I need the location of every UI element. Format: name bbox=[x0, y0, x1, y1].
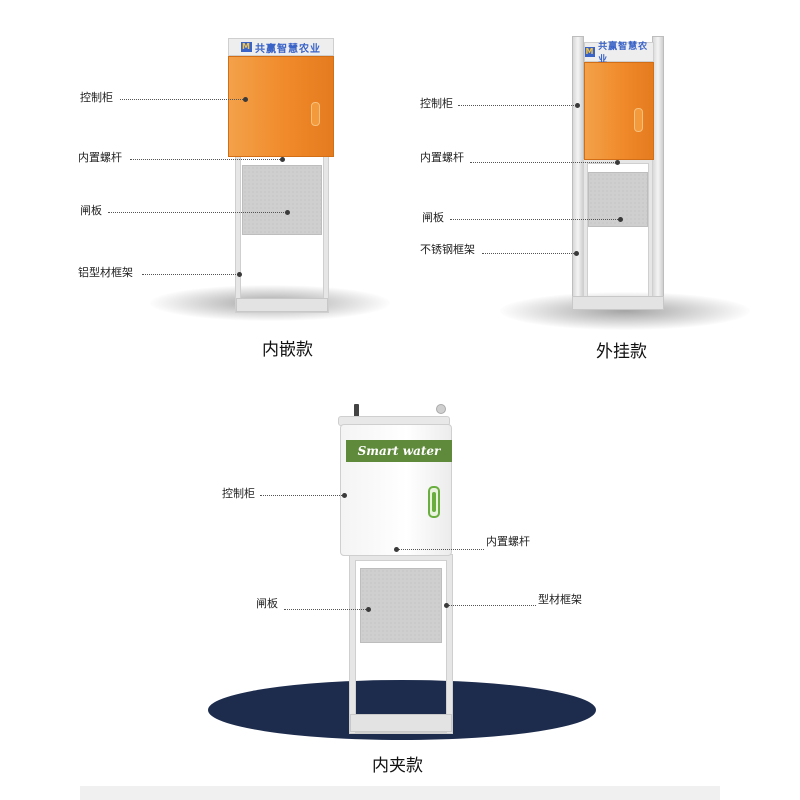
leader-dot bbox=[618, 217, 623, 222]
leader-dot bbox=[237, 272, 242, 277]
brand-logo-icon: M bbox=[585, 47, 596, 57]
leader-line bbox=[448, 605, 536, 606]
leader-line bbox=[470, 162, 618, 163]
leader-dot bbox=[574, 251, 579, 256]
frame-base bbox=[572, 296, 664, 310]
stainless-post-left bbox=[572, 36, 584, 308]
door-handle-icon bbox=[634, 108, 643, 132]
leader-dot bbox=[444, 603, 449, 608]
gate-plate bbox=[588, 172, 648, 227]
leader-line bbox=[450, 219, 620, 220]
model-caption: 外挂款 bbox=[596, 342, 647, 362]
control-cabinet bbox=[584, 62, 654, 160]
brand-logo-icon: M bbox=[241, 42, 252, 52]
leader-dot bbox=[394, 547, 399, 552]
leader-line bbox=[120, 99, 245, 100]
leader-line bbox=[108, 212, 286, 213]
label-screw-rod: 内置螺杆 bbox=[78, 151, 122, 164]
brand-header: M 共赢智慧农业 bbox=[584, 42, 654, 65]
label-screw-rod: 内置螺杆 bbox=[486, 535, 530, 548]
leader-line bbox=[142, 274, 238, 275]
leader-dot bbox=[575, 103, 580, 108]
label-gate-plate: 闸板 bbox=[80, 204, 102, 217]
leader-line bbox=[284, 609, 368, 610]
label-frame: 型材框架 bbox=[538, 593, 582, 606]
leader-line bbox=[260, 495, 344, 496]
leader-dot bbox=[243, 97, 248, 102]
leader-dot bbox=[280, 157, 285, 162]
model-caption: 内夹款 bbox=[372, 756, 423, 776]
label-frame: 铝型材框架 bbox=[78, 266, 133, 279]
brand-text: 共赢智慧农业 bbox=[255, 43, 321, 55]
bottom-strip bbox=[80, 786, 720, 800]
label-frame: 不锈钢框架 bbox=[420, 243, 475, 256]
leader-line bbox=[398, 549, 484, 550]
label-gate-plate: 闸板 bbox=[422, 211, 444, 224]
brand-text: Smart water bbox=[357, 444, 441, 458]
door-handle-icon bbox=[428, 486, 440, 518]
label-control-cabinet: 控制柜 bbox=[420, 97, 453, 110]
brand-header: M 共赢智慧农业 bbox=[228, 38, 334, 56]
leader-dot bbox=[366, 607, 371, 612]
profile-frame bbox=[350, 555, 452, 733]
door-handle-icon bbox=[311, 102, 320, 126]
gate-plate bbox=[360, 568, 442, 643]
frame-base bbox=[350, 714, 452, 732]
label-control-cabinet: 控制柜 bbox=[80, 91, 113, 104]
brand-text: 共赢智慧农业 bbox=[598, 42, 649, 65]
top-knob bbox=[436, 404, 446, 414]
leader-dot bbox=[615, 160, 620, 165]
leader-line bbox=[130, 159, 282, 160]
antenna-icon bbox=[354, 404, 359, 422]
leader-dot bbox=[285, 210, 290, 215]
leader-line bbox=[458, 105, 578, 106]
label-screw-rod: 内置螺杆 bbox=[420, 151, 464, 164]
brand-band: Smart water bbox=[346, 440, 452, 462]
leader-line bbox=[482, 253, 576, 254]
label-gate-plate: 闸板 bbox=[256, 597, 278, 610]
gate-plate bbox=[242, 165, 322, 235]
leader-dot bbox=[342, 493, 347, 498]
label-control-cabinet: 控制柜 bbox=[222, 487, 255, 500]
frame-base bbox=[236, 298, 328, 312]
model-caption: 内嵌款 bbox=[262, 340, 313, 360]
